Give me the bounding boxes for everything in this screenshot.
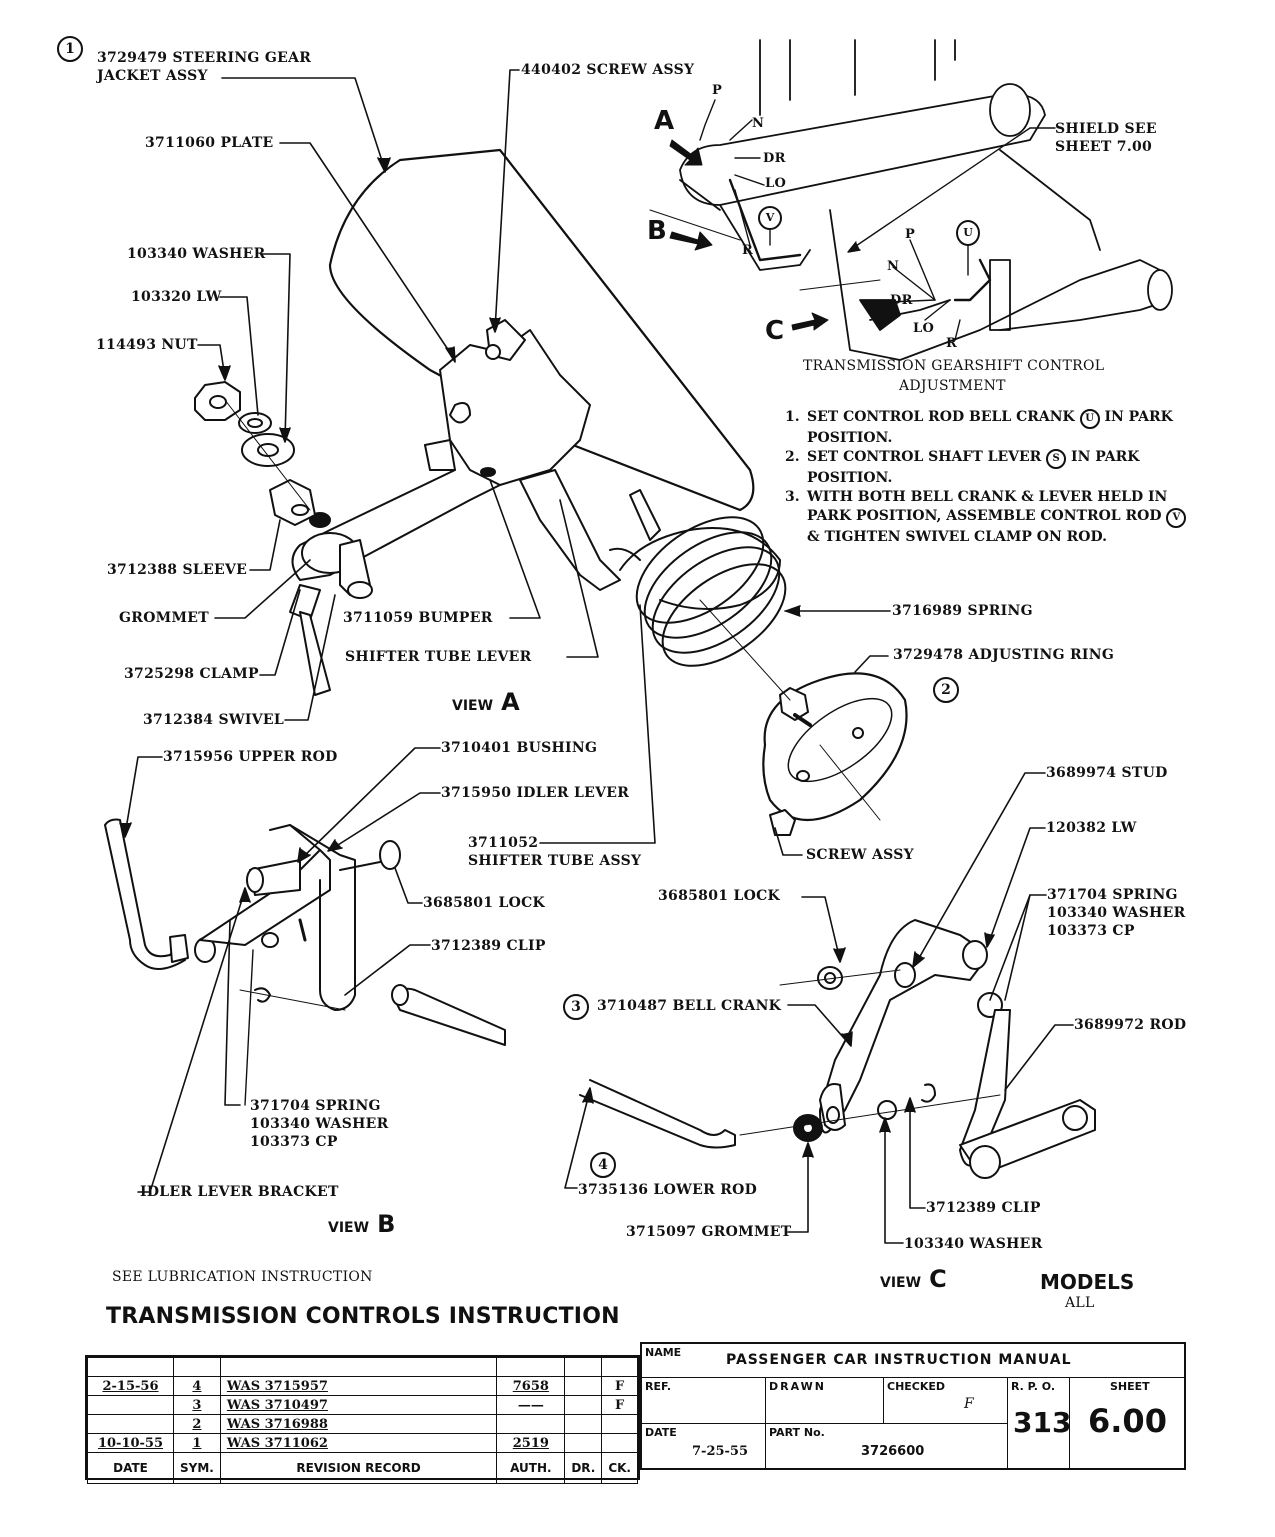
label-lock-c: 3685801 LOCK [658, 888, 781, 904]
nut-washer-stack-drawing [194, 381, 316, 526]
position-n-top: N [752, 116, 765, 131]
label-bushing: 3710401 BUSHING [441, 740, 598, 756]
view-b-leader-lines [119, 747, 441, 1193]
callout-v: V [758, 206, 782, 230]
label-nut: 114493 NUT [96, 337, 198, 353]
view-b-drawing [104, 818, 506, 1046]
label-shield-note: SHIELD SEE SHEET 7.00 [1055, 121, 1157, 155]
label-plate: 3711060 PLATE [145, 135, 274, 151]
label-spring-washer-cp-c: 371704 SPRING 103340 WASHER 103373 CP [1047, 887, 1186, 939]
date-cell: DATE 7-25-55 [642, 1424, 766, 1468]
label-shifter-tube-lever: SHIFTER TUBE LEVER [345, 649, 532, 665]
marker-3: 3 [563, 994, 589, 1020]
arrow-label-a: A [654, 106, 675, 136]
label-lw-120382: 120382 LW [1046, 820, 1137, 836]
spring-drawing [519, 469, 787, 667]
instruction-step: 2. SET CONTROL SHAFT LEVER S IN PARK POS… [785, 449, 1140, 486]
models-title: MODELS [1040, 1270, 1135, 1294]
lubrication-note: SEE LUBRICATION INSTRUCTION [112, 1269, 373, 1285]
position-p-top: P [712, 83, 723, 98]
instruction-step: 3. WITH BOTH BELL CRANK & LEVER HELD IN … [785, 488, 1195, 547]
gearshift-caption-line1: TRANSMISSION GEARSHIFT CONTROL [803, 358, 1105, 374]
label-swivel: 3712384 SWIVEL [143, 712, 285, 728]
position-r-bottom: R [946, 336, 958, 351]
label-idler-lever: 3715950 IDLER LEVER [441, 785, 630, 801]
arrow-label-b: B [647, 216, 667, 246]
label-lower-rod: 3735136 LOWER ROD [578, 1182, 758, 1198]
transmission-sketch [649, 39, 1173, 361]
label-clip-c: 3712389 CLIP [926, 1200, 1041, 1216]
checked-cell: CHECKED F [884, 1378, 1008, 1424]
instruction-step: 1. SET CONTROL ROD BELL CRANK U IN PARK … [785, 409, 1173, 446]
symbol-u: U [1079, 409, 1100, 429]
label-washer-103340: 103340 WASHER [127, 246, 266, 262]
gearshift-caption-line2: ADJUSTMENT [899, 378, 1006, 394]
callout-u: U [956, 220, 980, 246]
title-block: NAME PASSENGER CAR INSTRUCTION MANUAL RE… [640, 1342, 1186, 1470]
rpo-cell: R. P. O. 313 [1008, 1378, 1071, 1468]
position-r-top: R [742, 243, 754, 258]
marker-2: 2 [933, 677, 959, 703]
symbol-s: S [1046, 449, 1067, 469]
label-upper-rod: 3715956 UPPER ROD [163, 749, 338, 765]
shifter-tube-lever-drawing [289, 319, 591, 696]
label-lw-103320: 103320 LW [131, 289, 222, 305]
view-a-leader-lines [197, 69, 891, 856]
label-screw-assy: SCREW ASSY [806, 847, 914, 863]
label-grommet: GROMMET [119, 610, 209, 626]
label-clamp: 3725298 CLAMP [124, 666, 259, 682]
label-clip-b: 3712389 CLIP [431, 938, 546, 954]
direction-arrows [669, 139, 829, 331]
adjustment-instructions: 1. SET CONTROL ROD BELL CRANK U IN PARK … [785, 408, 1195, 547]
part-number-cell: PART No. 3726600 [766, 1424, 1008, 1468]
label-grommet-c: 3715097 GROMMET [626, 1224, 792, 1240]
symbol-v: V [1166, 508, 1187, 528]
label-bumper: 3711059 BUMPER [343, 610, 493, 626]
gearshift-leader-lines [699, 99, 1056, 341]
label-adjusting-ring: 3729478 ADJUSTING RING [893, 647, 1115, 663]
position-p-bottom: P [905, 227, 916, 242]
label-rod: 3689972 ROD [1074, 1017, 1187, 1033]
position-n-bottom: N [887, 259, 900, 274]
position-lo-bottom: LO [913, 321, 935, 336]
label-spring: 3716989 SPRING [892, 603, 1033, 619]
adjusting-ring-drawing [699, 599, 908, 836]
marker-4: 4 [590, 1152, 616, 1178]
position-dr-bottom: DR [890, 293, 913, 308]
label-steering-gear-jacket: 3729479 STEERING GEAR JACKET ASSY [97, 50, 312, 84]
label-sleeve: 3712388 SLEEVE [107, 562, 248, 578]
view-c-drawing [579, 919, 1096, 1179]
document-title: TRANSMISSION CONTROLS INSTRUCTION [106, 1304, 620, 1329]
label-screw-assy-440402: 440402 SCREW ASSY [521, 62, 695, 78]
label-washer-c: 103340 WASHER [904, 1236, 1043, 1252]
view-c-leader-lines [564, 772, 1074, 1244]
label-spring-washer-cp-b: 371704 SPRING 103340 WASHER 103373 CP [250, 1098, 389, 1150]
models-value: ALL [1065, 1295, 1095, 1311]
revision-row [87, 1357, 638, 1377]
label-shifter-tube-assy: 3711052 SHIFTER TUBE ASSY [468, 835, 642, 869]
label-bell-crank: 3710487 BELL CRANK [597, 998, 782, 1014]
name-cell: NAME PASSENGER CAR INSTRUCTION MANUAL [642, 1344, 1184, 1378]
label-idler-lever-bracket: IDLER LEVER BRACKET [140, 1184, 339, 1200]
sheet-marker-1: 1 [57, 36, 83, 62]
position-dr-top: DR [763, 151, 786, 166]
ref-cell: REF. [642, 1378, 766, 1424]
position-lo-top: LO [765, 176, 787, 191]
label-lock-b: 3685801 LOCK [423, 895, 546, 911]
sheet-cell: SHEET 6.00 [1088, 1380, 1167, 1440]
arrow-label-c: C [765, 316, 785, 346]
label-stud: 3689974 STUD [1046, 765, 1168, 781]
steering-jacket-drawing [328, 148, 755, 512]
drawn-cell: DRAWN [766, 1378, 884, 1424]
